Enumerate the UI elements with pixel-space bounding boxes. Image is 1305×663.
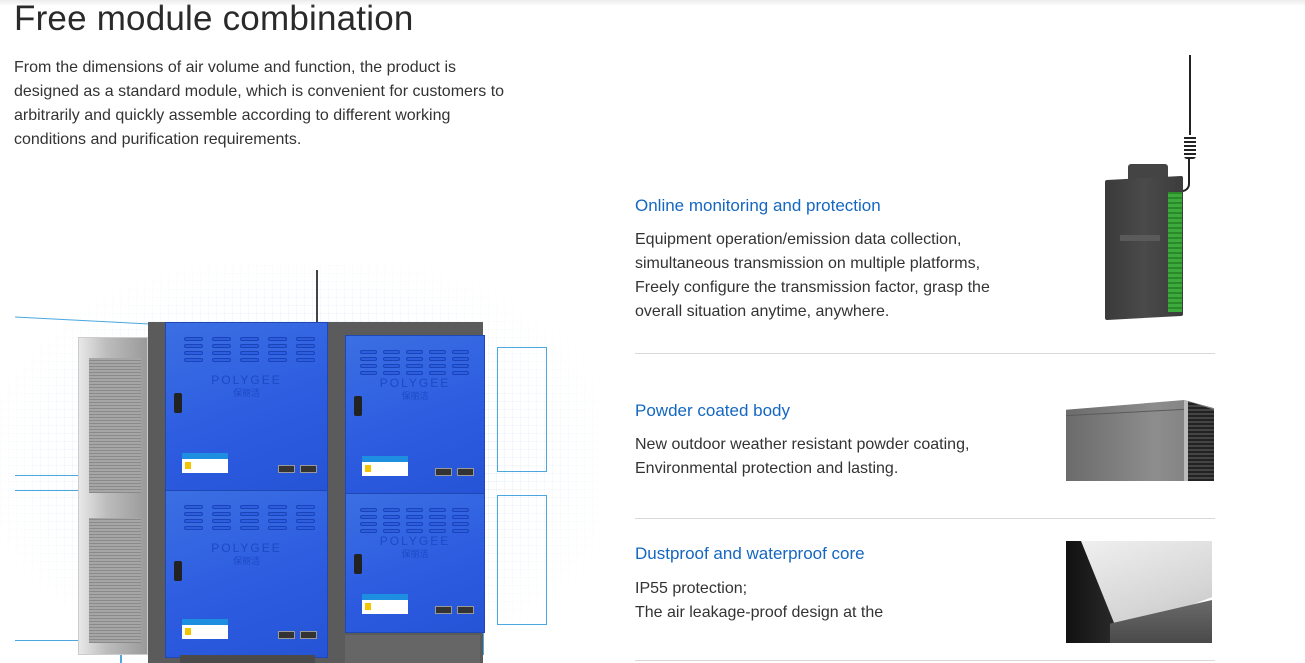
- indicator-meters: [278, 631, 317, 639]
- brand-logo: POLYGEE: [379, 534, 451, 548]
- vent-grille: [184, 337, 315, 362]
- section-intro: From the dimensions of air volume and fu…: [14, 59, 505, 148]
- brand-logo-cn: 保丽洁: [232, 388, 260, 398]
- divider: [635, 518, 1215, 519]
- brand-logo: POLYGEE: [379, 376, 451, 390]
- brand-logo-cn: 保丽洁: [232, 556, 260, 566]
- section-title: Free module combination: [14, 0, 414, 38]
- cabinet-door: POLYGEE 保丽洁: [345, 493, 485, 633]
- terminal-block: [1168, 192, 1182, 312]
- indicator-meters: [435, 468, 474, 476]
- brand-logo: POLYGEE: [211, 541, 282, 555]
- door-handle: [354, 554, 362, 574]
- brand-logo-cn: 保丽洁: [401, 549, 429, 559]
- vent-grille: [360, 350, 469, 375]
- door-handle: [174, 393, 182, 413]
- warning-label: [362, 456, 408, 476]
- wireframe-box: [497, 495, 547, 625]
- door-handle: [174, 561, 182, 581]
- feature-heading-monitoring: Online monitoring and protection: [635, 196, 881, 215]
- brand-logo-cn: 保丽洁: [401, 391, 429, 401]
- divider: [635, 353, 1215, 354]
- top-shadow: [0, 0, 1305, 6]
- feature-text-dustproof: IP55 protection; The air leakage-proof d…: [635, 580, 884, 621]
- indicator-meters: [278, 465, 317, 473]
- side-frame: [78, 337, 148, 655]
- feature-heading-dustproof: Dustproof and waterproof core: [635, 544, 865, 563]
- wireframe-box: [497, 347, 547, 472]
- warning-label: [182, 619, 228, 639]
- antenna-icon: [1189, 55, 1191, 135]
- brand-logo: POLYGEE: [211, 373, 282, 387]
- vent-grille: [184, 505, 315, 530]
- antenna-icon: [316, 270, 318, 335]
- warning-label: [182, 453, 228, 473]
- divider: [635, 660, 1215, 661]
- feature-text-powder: New outdoor weather resistant powder coa…: [635, 436, 970, 477]
- feature-text-monitoring: Equipment operation/emission data collec…: [635, 231, 990, 320]
- product-image: POLYGEE 保丽洁 POLYGEE 保丽洁 POLYGEE 保丽洁: [0, 265, 600, 663]
- cabinet-door: POLYGEE 保丽洁: [345, 335, 485, 495]
- cabinet-door: POLYGEE 保丽洁: [165, 490, 328, 658]
- cabinet-door: POLYGEE 保丽洁: [165, 322, 328, 492]
- warning-label: [362, 594, 408, 614]
- door-handle: [354, 396, 362, 416]
- vent-grille: [360, 508, 469, 533]
- indicator-meters: [435, 606, 474, 614]
- feature-heading-powder: Powder coated body: [635, 401, 790, 420]
